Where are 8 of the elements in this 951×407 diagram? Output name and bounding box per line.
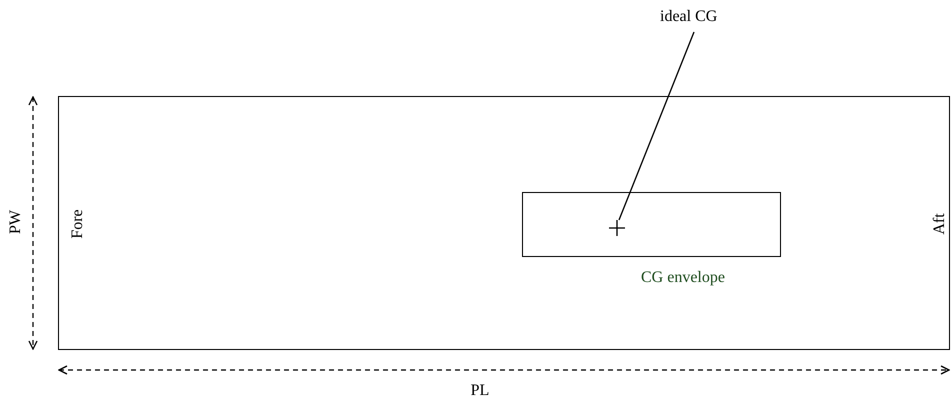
pallet-outline — [58, 96, 950, 350]
end-label: Fore — [69, 208, 87, 241]
dimension-label: PL — [470, 382, 490, 400]
callout-label: ideal CG — [660, 8, 718, 26]
end-label: Aft — [931, 212, 949, 237]
dimension-label: PW — [7, 209, 25, 236]
box-label: CG envelope — [641, 269, 725, 287]
leader-line — [618, 32, 695, 220]
